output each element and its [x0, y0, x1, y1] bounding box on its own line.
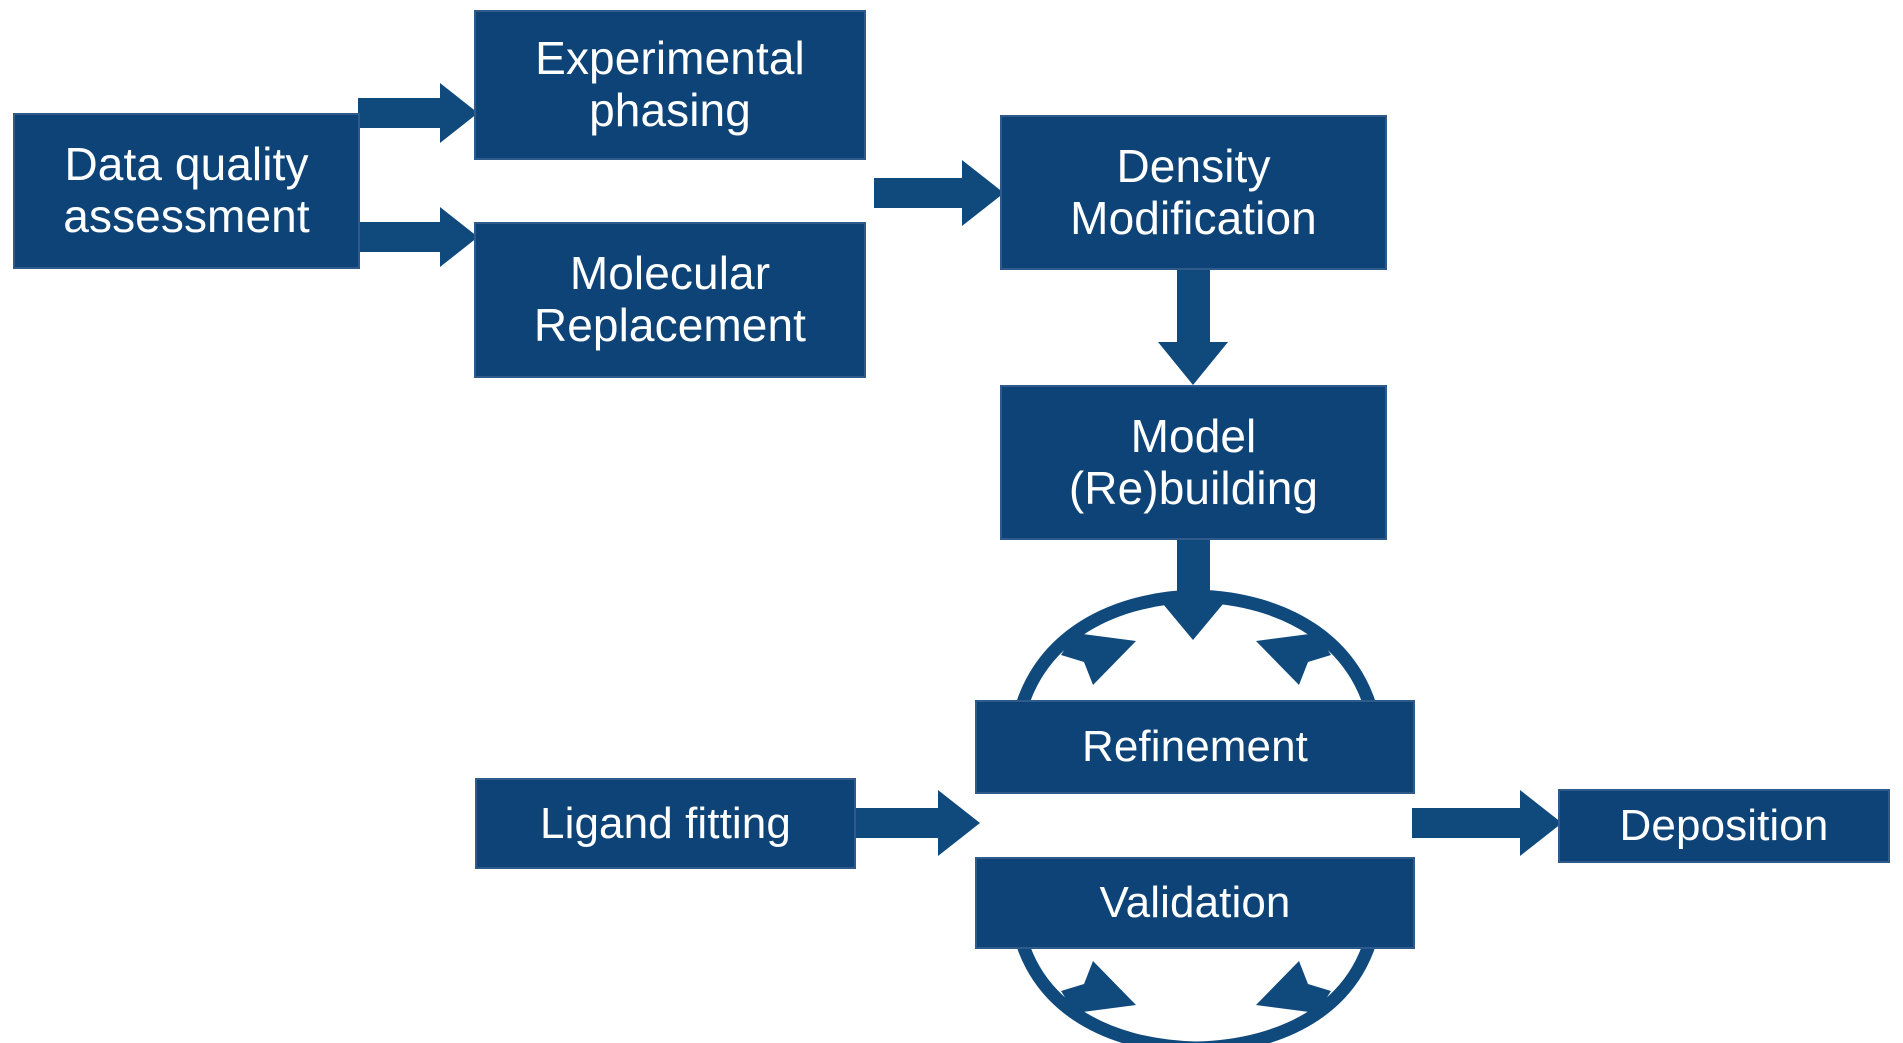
node-model-rebuilding-label: Model (Re)building [1068, 409, 1319, 514]
node-validation-label: Validation [1099, 878, 1291, 928]
node-model-rebuilding[interactable]: Model (Re)building [1000, 385, 1387, 540]
arrow-density-modification-to-model-rebuilding [1158, 268, 1228, 385]
cycle-bottom-arc [1008, 907, 1384, 1043]
node-ligand-fitting[interactable]: Ligand fitting [475, 778, 856, 869]
arrow-dq-to-molecular-replacement [358, 207, 478, 267]
node-data-quality-assessment-label: Data quality assessment [63, 138, 310, 242]
node-validation[interactable]: Validation [975, 857, 1415, 949]
node-experimental-phasing[interactable]: Experimental phasing [474, 10, 866, 160]
arrow-model-rebuilding-to-cycle [1158, 538, 1228, 640]
node-experimental-phasing-label: Experimental phasing [535, 32, 805, 136]
node-deposition-label: Deposition [1619, 801, 1829, 851]
node-refinement-label: Refinement [1081, 722, 1308, 772]
node-ligand-fitting-label: Ligand fitting [540, 798, 791, 848]
node-density-modification[interactable]: Density Modification [1000, 115, 1387, 270]
arrow-phasing-to-density-modification [874, 160, 1004, 226]
node-molecular-replacement-label: Molecular Replacement [533, 247, 807, 351]
node-density-modification-label: Density Modification [1070, 139, 1317, 244]
arrow-ligand-fitting-to-cycle [854, 790, 980, 856]
node-deposition[interactable]: Deposition [1558, 789, 1890, 863]
node-data-quality-assessment[interactable]: Data quality assessment [13, 113, 360, 269]
arrow-dq-to-experimental-phasing [358, 83, 478, 143]
node-molecular-replacement[interactable]: Molecular Replacement [474, 222, 866, 378]
arrow-cycle-to-deposition [1412, 790, 1562, 856]
node-refinement[interactable]: Refinement [975, 700, 1415, 794]
